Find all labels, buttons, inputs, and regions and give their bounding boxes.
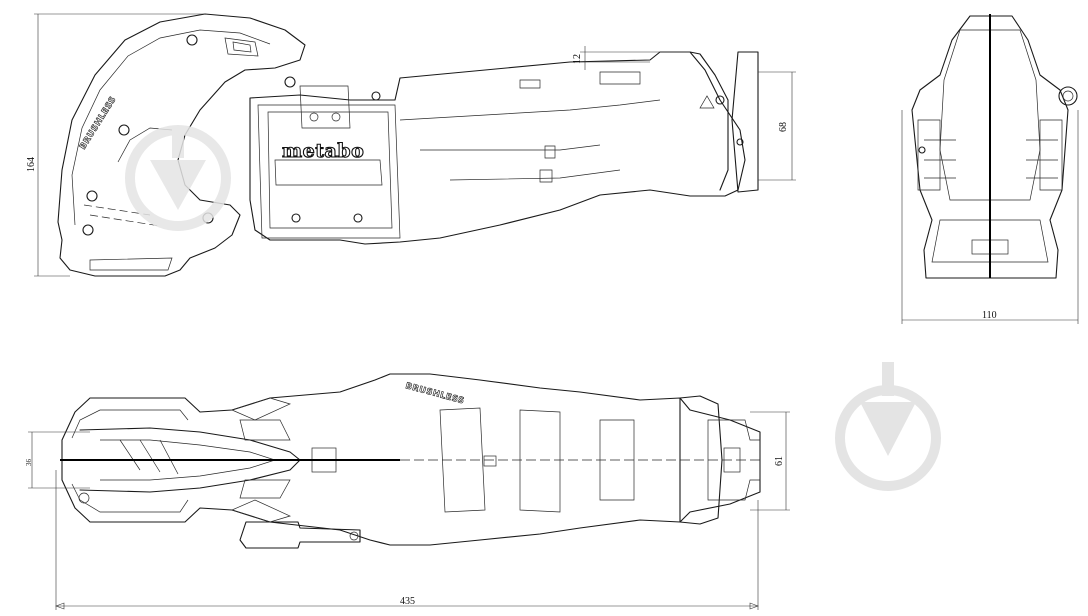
front-view [911, 14, 1078, 279]
dim-top-nose: 61 [750, 411, 790, 511]
dim-label-61: 61 [774, 456, 785, 466]
dim-side-height: 164 [26, 13, 205, 277]
download-arrow-icon [125, 125, 231, 231]
download-arrow-icon [835, 362, 941, 491]
dim-front-width: 110 [901, 110, 1079, 324]
top-view: BRUSHLESS [60, 373, 761, 549]
dim-label-36: 36 [25, 459, 33, 467]
side-view: metabo BRUSHLESS [57, 13, 759, 277]
dim-nose-height: 68 [758, 71, 796, 181]
brand-logo: metabo [282, 140, 364, 162]
dim-top-small: 36 [25, 431, 90, 489]
dim-label-68: 68 [778, 122, 789, 132]
dim-blade-offset: 12 [572, 46, 690, 70]
dim-label-164: 164 [26, 157, 37, 172]
dim-label-12: 12 [572, 54, 583, 64]
brushless-label-top: BRUSHLESS [404, 381, 465, 406]
dim-label-435: 435 [400, 596, 415, 607]
dim-label-110: 110 [982, 310, 997, 321]
dim-total-length: 435 [55, 470, 759, 610]
